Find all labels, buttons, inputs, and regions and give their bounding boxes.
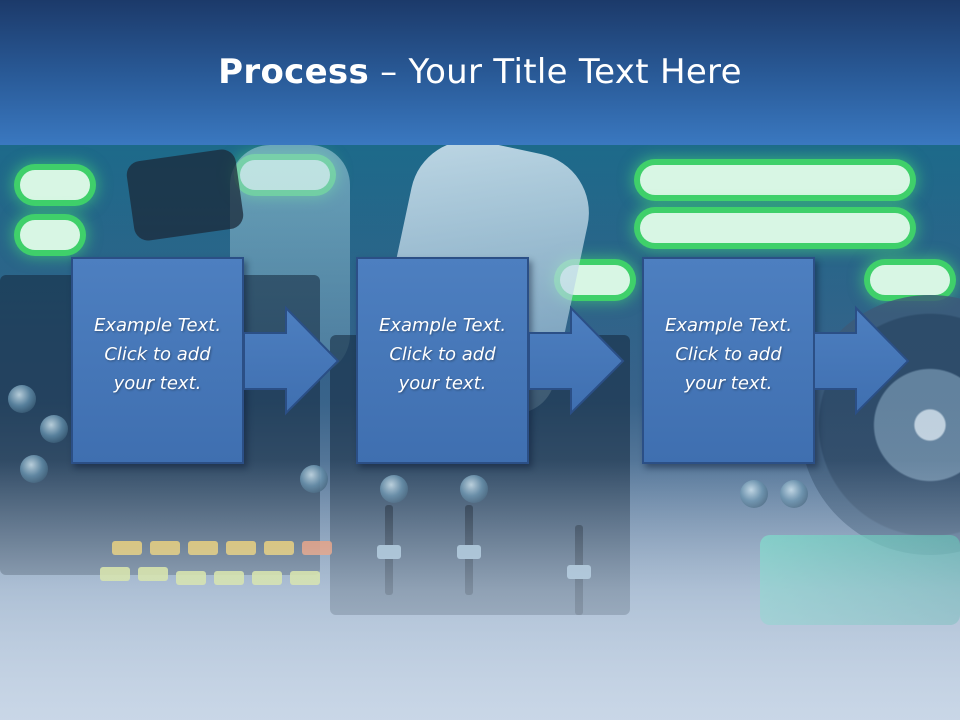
- light-bar: [640, 165, 910, 195]
- step-text-line: Example Text.: [664, 315, 793, 336]
- process-arrow-3: [813, 305, 910, 416]
- process-step-3-box[interactable]: Example Text. Click to add your text.: [642, 257, 815, 464]
- mixer-knob: [8, 385, 36, 413]
- step-text-line: your text.: [398, 373, 487, 394]
- process-step-1-text[interactable]: Example Text. Click to add your text.: [73, 311, 242, 398]
- step-text-line: Example Text.: [378, 315, 507, 336]
- step-text-line: Example Text.: [93, 315, 222, 336]
- step-text-line: your text.: [113, 373, 202, 394]
- light-bar: [870, 265, 950, 295]
- slide-title[interactable]: Process – Your Title Text Here: [0, 52, 960, 92]
- process-step-3-text[interactable]: Example Text. Click to add your text.: [644, 311, 813, 398]
- light-bar: [20, 170, 90, 200]
- slide-title-bold: Process: [218, 52, 370, 92]
- bottom-fade-overlay: [0, 460, 960, 720]
- step-text-line: Click to add: [389, 344, 496, 365]
- step-text-line: Click to add: [104, 344, 211, 365]
- process-step-2-text[interactable]: Example Text. Click to add your text.: [358, 311, 527, 398]
- slide-title-rest: – Your Title Text Here: [369, 52, 742, 92]
- light-bar: [640, 213, 910, 243]
- title-band: Process – Your Title Text Here: [0, 0, 960, 145]
- process-arrow-2: [528, 305, 625, 416]
- process-step-1-box[interactable]: Example Text. Click to add your text.: [71, 257, 244, 464]
- step-text-line: Click to add: [675, 344, 782, 365]
- process-step-2-box[interactable]: Example Text. Click to add your text.: [356, 257, 529, 464]
- process-arrow-1: [243, 305, 340, 416]
- wristwatch: [124, 147, 246, 243]
- light-bar: [20, 220, 80, 250]
- step-text-line: your text.: [684, 373, 773, 394]
- mixer-knob: [40, 415, 68, 443]
